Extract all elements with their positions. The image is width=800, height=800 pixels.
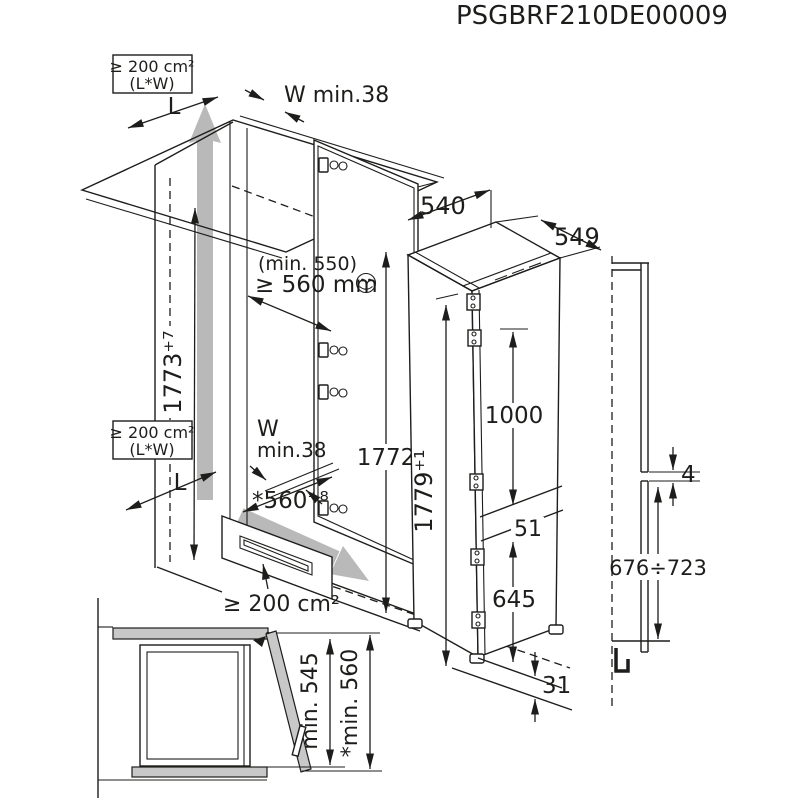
dim-label-door-gap: 51 [514,517,542,542]
vent-area-box-top: ≥ 200 cm² (L*W) [110,54,195,94]
dim-label-width-top: 540 [420,192,466,220]
dim-label-depth-with-door: *min. 560 [338,649,363,757]
plan-appliance-body [139,644,251,767]
plinth-vent-slot [239,535,313,576]
appliance-hinges [466,293,486,629]
document-code: PSGBRF210DE00009 [456,1,728,31]
dim-label-depth-top: 549 [554,223,600,251]
dim-label-total-height: 1779⁺¹ [410,449,438,532]
dim-label-furniture-door-height: 1772 [357,445,416,471]
door-hinge-lower-mid [318,384,348,400]
dim-arrow-L-bottom [125,471,217,511]
appliance-isometric-view: 31 540 549 1779⁺¹ 1000 51 645 [406,189,602,722]
plan-door-handle [291,724,307,758]
dim-arrow-niche-depth [247,295,332,332]
door-hinge-top [318,157,348,173]
vent-area-mid-line1: ≥ 200 cm² [110,423,195,442]
appliance-foot-left [407,618,423,629]
appliance-foot-right [548,624,564,635]
vent-area-box-mid: ≥ 200 cm² (L*W) [110,420,195,460]
vent-area-mid-line2: (L*W) [129,440,174,459]
side-section-view: 4 676÷723 [609,256,707,706]
appliance-foot-front [469,653,485,664]
dim-label-W-mid-line1: W [257,417,279,442]
plan-top-cabinet-panel [112,627,269,640]
dim-label-upper-door: 1000 [485,403,544,429]
top-rail-side [406,251,481,292]
dim-arrow-depth-top [540,219,602,251]
hinge-rail [478,289,486,656]
dim-label-W-top: W min.38 [284,83,389,108]
dim-label-base-height: 31 [542,673,571,699]
smiley-icon [355,272,377,294]
niche-isometric-view: ≥ 200 cm² (L*W) ≥ 200 cm² (L*W) L W min.… [80,54,445,632]
vent-area-top-line1: ≥ 200 cm² [110,57,195,76]
niche-depth-note-line1: (min. 550) [258,253,357,275]
dim-label-W-mid-line2: min.38 [257,438,327,462]
dim-label-niche-width: *560⁺⁸ [252,488,329,514]
dim-label-depth-without-door: min. 545 [298,652,323,749]
plan-view: min. 545 *min. 560 [97,598,382,798]
door-hinge-upper-mid [318,342,348,358]
dim-label-lower-panel-range: 676÷723 [609,556,707,580]
dim-arrow-niche-width [242,476,333,513]
plan-hinge-detail [253,636,266,647]
dim-label-lower-door: 645 [492,587,536,613]
furniture-door [313,138,419,568]
plan-bottom-cabinet-panel [131,766,268,778]
rear-wall-gap-line [239,115,445,179]
dim-label-panel-gap: 4 [681,462,696,488]
vent-area-top-line2: (L*W) [129,74,174,93]
dim-label-niche-height: 1773⁺⁷ [159,330,187,413]
dim-arrow-L-top [127,96,219,129]
vent-area-bottom-label: ≥ 200 cm² [223,592,340,617]
plinth-step [614,648,630,673]
dim-label-L-top: L [168,94,181,120]
door-divider [479,485,563,518]
dim-label-L-bottom: L [174,470,187,496]
vent-bottom-arrow [262,563,270,590]
dim-arrow-width-top [407,189,491,221]
dim-arrow-niche-height [190,207,199,561]
